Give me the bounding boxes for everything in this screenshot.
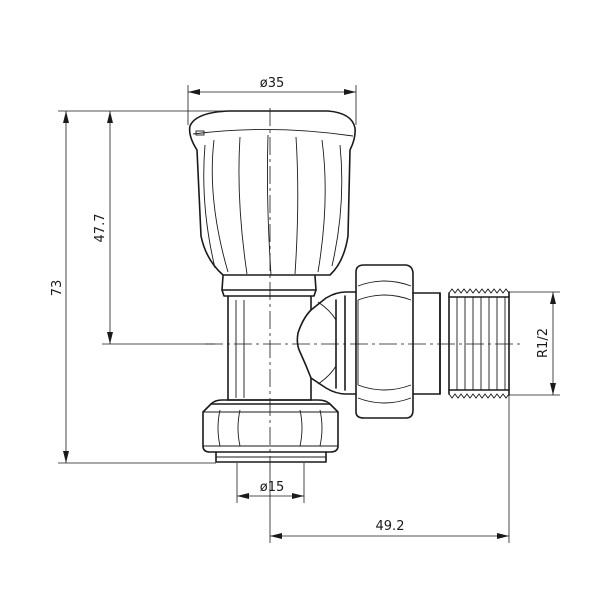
dimension-height-to-centre: 47.7	[93, 110, 270, 345]
height-to-centre-label: 47.7	[93, 214, 108, 243]
overall-height-label: 73	[50, 280, 65, 297]
valve-body	[227, 291, 357, 401]
dimension-overall-height: 73	[50, 110, 216, 464]
thread-size-label: R1/2	[536, 328, 551, 358]
compression-nut	[202, 399, 339, 463]
pipe-diameter-label: ø15	[260, 480, 285, 495]
centre-to-thread-end-label: 49.2	[376, 519, 405, 534]
valve-knob	[188, 110, 356, 276]
dimension-thread-size: R1/2	[509, 291, 560, 396]
dimension-pipe-diameter: ø15	[236, 463, 305, 503]
knob-diameter-label: ø35	[260, 76, 285, 91]
threaded-tail	[412, 288, 510, 399]
dimension-knob-diameter: ø35	[187, 76, 357, 125]
valve-stem	[221, 275, 317, 401]
centre-lines	[205, 108, 520, 470]
union-nut	[355, 264, 414, 419]
dimension-centre-to-thread-end: 49.2	[269, 395, 510, 543]
